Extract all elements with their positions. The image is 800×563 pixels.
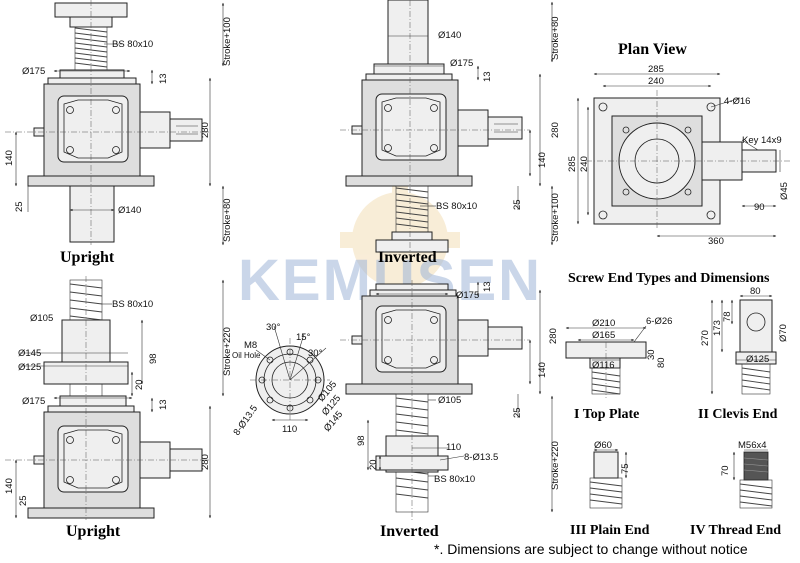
- inverted-top-stroke80: Stroke+80: [550, 16, 561, 60]
- upright-top-stroke80: Stroke+80: [222, 198, 233, 242]
- inverted-bottom-h98: 98: [356, 435, 367, 446]
- top-plate-h30: 30: [646, 349, 657, 360]
- clevis-end: 80 270 173 78 Ø70 Ø125 II Clevis End: [698, 286, 789, 422]
- upright-bottom-h140: 140: [4, 478, 15, 494]
- plan-w90: 90: [754, 202, 765, 213]
- top-plate-caption: I Top Plate: [574, 407, 639, 422]
- top-plate-d116: Ø116: [592, 360, 615, 371]
- upright-bottom-d125: Ø125: [18, 362, 41, 373]
- inverted-top-caption: Inverted: [378, 249, 437, 266]
- clevis-h270: 270: [700, 330, 711, 346]
- thread-caption: IV Thread End: [690, 523, 781, 538]
- inverted-bottom-caption: Inverted: [380, 523, 439, 540]
- inverted-top-screw-label: BS 80x10: [436, 201, 477, 212]
- upright-top-h280: 280: [200, 122, 211, 138]
- upright-top-stroke100: Stroke+100: [222, 17, 233, 66]
- inverted-bottom-view: Ø175 13 280 140 25 Ø105 98 20 110 8-Ø13.…: [340, 280, 561, 540]
- plan-w285: 285: [648, 64, 664, 75]
- plan-view-title: Plan View: [618, 41, 687, 58]
- inverted-bottom-h280: 280: [548, 328, 559, 344]
- thread-m56: M56x4: [738, 440, 767, 451]
- plan-view: Plan View 285 240 4-Ø16 Key 14x9 285 240…: [567, 41, 790, 247]
- top-plate-end: Ø210 Ø165 6-Ø26 Ø116 30 80 I Top Plate: [565, 316, 672, 422]
- upright-bottom-h98: 98: [148, 353, 159, 364]
- clevis-h78: 78: [722, 311, 733, 322]
- upright-bottom-stroke220: Stroke+220: [222, 327, 233, 376]
- clevis-d125: Ø125: [746, 354, 769, 365]
- top-plate-d210: Ø210: [592, 318, 615, 329]
- inverted-top-h13: 13: [482, 71, 493, 82]
- inverted-top-h140: 140: [537, 152, 548, 168]
- flange-a30b: 30°: [308, 348, 323, 359]
- inverted-bottom-stroke220: Stroke+220: [550, 441, 561, 490]
- thread-end: M56x4 70 IV Thread End: [690, 440, 781, 538]
- upright-bottom-d105: Ø105: [30, 313, 53, 324]
- upright-top-h13: 13: [158, 73, 169, 84]
- inverted-top-stroke100: Stroke+100: [550, 193, 561, 242]
- upright-bottom-d145: Ø145: [18, 348, 41, 359]
- plan-w240: 240: [648, 76, 664, 87]
- inverted-bottom-w110: 110: [446, 442, 461, 453]
- plan-holes: 4-Ø16: [724, 96, 750, 107]
- inverted-top-d175: Ø175: [450, 58, 473, 69]
- inverted-bottom-screw-label: BS 80x10: [434, 474, 475, 485]
- inverted-top-h280: 280: [550, 122, 561, 138]
- upright-bottom-h20: 20: [134, 379, 145, 390]
- inverted-top-view: Ø140 Ø175 Stroke+80 13 280 140 25 Stroke…: [340, 0, 561, 266]
- upright-top-h25: 25: [14, 201, 25, 212]
- plan-w360: 360: [708, 236, 724, 247]
- flange-a15: 15°: [296, 332, 311, 343]
- inverted-bottom-h20: 20: [368, 459, 379, 470]
- inverted-bottom-h25: 25: [512, 407, 523, 418]
- footnote: *. Dimensions are subject to change with…: [434, 541, 748, 557]
- screw-end-types: Screw End Types and Dimensions Ø210 Ø165…: [565, 271, 789, 538]
- upright-bottom-screw-label: BS 80x10: [112, 299, 153, 310]
- flange-w110: 110: [282, 424, 297, 435]
- upright-top-d175: Ø175: [22, 66, 45, 77]
- plain-caption: III Plain End: [570, 523, 650, 538]
- upright-top-view: Ø175 BS 80x10 Ø140 Stroke+100 Stroke+80 …: [4, 0, 233, 266]
- screw-ends-title: Screw End Types and Dimensions: [568, 271, 770, 286]
- top-plate-holes: 6-Ø26: [646, 316, 672, 327]
- flange-m8: M8: [244, 340, 257, 351]
- upright-top-screw-label: BS 80x10: [112, 39, 153, 50]
- inverted-bottom-holes: 8-Ø13.5: [464, 452, 498, 463]
- plan-h240: 240: [579, 156, 590, 172]
- upright-top-caption: Upright: [60, 249, 115, 266]
- flange-detail-view: 30° 15° 30° M8 Oil Hole 8-Ø13.5 Ø105 Ø12…: [231, 322, 345, 438]
- upright-bottom-h25: 25: [18, 495, 29, 506]
- plain-end: Ø60 75 III Plain End: [570, 440, 650, 538]
- upright-top-d140: Ø140: [118, 205, 141, 216]
- inverted-bottom-h13: 13: [482, 281, 493, 292]
- flange-holes: 8-Ø13.5: [231, 403, 260, 437]
- plan-key: Key 14x9: [742, 135, 782, 146]
- inverted-bottom-d105: Ø105: [438, 395, 461, 406]
- top-plate-d165: Ø165: [592, 330, 615, 341]
- upright-bottom-h13: 13: [158, 399, 169, 410]
- inverted-top-h25: 25: [512, 199, 523, 210]
- plan-h285: 285: [567, 156, 578, 172]
- plan-d45: Ø45: [779, 182, 790, 200]
- upright-bottom-view: BS 80x10 Ø105 Ø145 Ø125 98 20 Ø175 13 28…: [4, 276, 233, 540]
- clevis-d70: Ø70: [778, 324, 789, 342]
- upright-bottom-d175: Ø175: [22, 396, 45, 407]
- inverted-top-d140: Ø140: [438, 30, 461, 41]
- clevis-w80: 80: [750, 286, 761, 297]
- plain-h75: 75: [620, 463, 631, 474]
- plain-d60: Ø60: [594, 440, 612, 451]
- upright-top-h140: 140: [4, 150, 15, 166]
- top-plate-h80: 80: [656, 357, 667, 368]
- clevis-caption: II Clevis End: [698, 407, 778, 422]
- clevis-h173: 173: [712, 320, 723, 336]
- inverted-bottom-h140: 140: [537, 362, 548, 378]
- flange-oil-hole: Oil Hole: [232, 351, 261, 360]
- upright-bottom-h280: 280: [200, 454, 211, 470]
- upright-bottom-caption: Upright: [66, 523, 121, 540]
- thread-h70: 70: [720, 465, 731, 476]
- flange-a30a: 30°: [266, 322, 281, 333]
- inverted-bottom-d175: Ø175: [456, 290, 479, 301]
